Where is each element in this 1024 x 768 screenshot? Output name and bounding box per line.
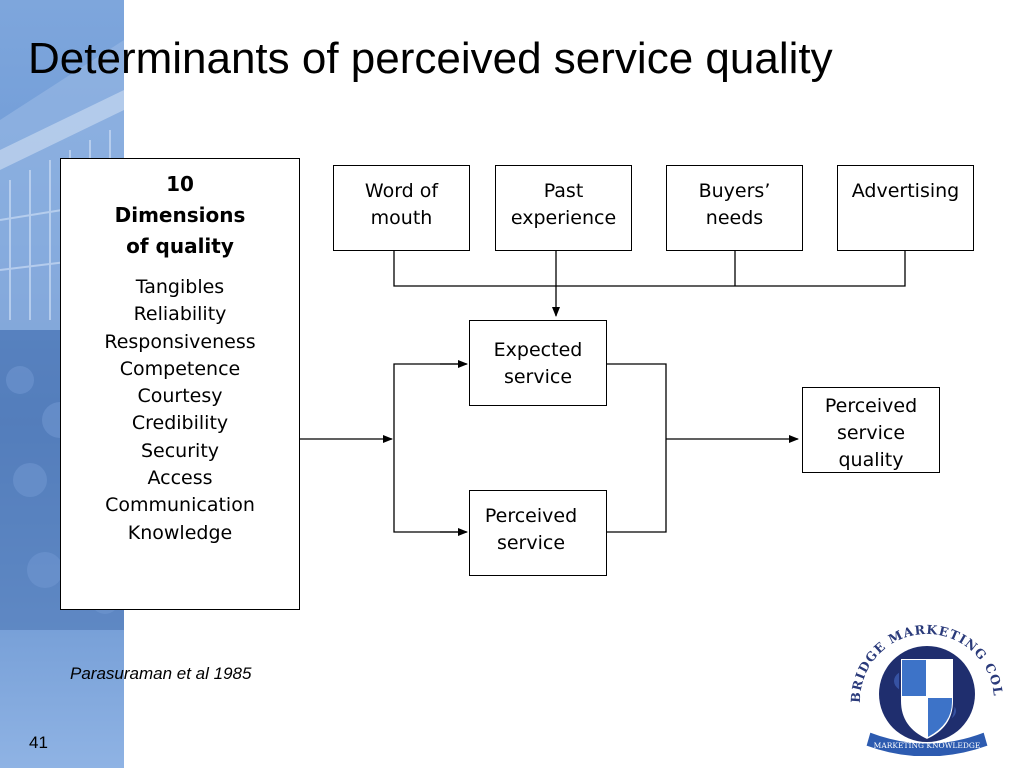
advertising-box: Advertising	[837, 165, 974, 251]
dimension-item: Security	[140, 439, 220, 462]
citation: Parasuraman et al 1985	[70, 664, 252, 683]
perceived-service-quality-box: Perceived service quality	[802, 387, 940, 473]
dimension-item: Competence	[119, 357, 241, 380]
merge-line	[607, 363, 667, 533]
sources-merge-line	[393, 251, 906, 287]
dimension-item: Reliability	[133, 303, 227, 326]
dimension-item: Credibility	[131, 412, 229, 435]
dimension-item: Knowledge	[127, 521, 233, 544]
perceived-service-box: Perceived service	[469, 490, 607, 576]
dimensions-heading: 10 Dimensions of quality	[114, 172, 246, 258]
logo-banner	[865, 731, 989, 756]
logo-text-banner: MARKETING KNOWLEDGE	[874, 741, 981, 750]
past-experience-box: Past experience	[495, 165, 632, 251]
expected-service-box: Expected service	[469, 320, 607, 406]
buyers-needs-box: Buyers’ needs	[666, 165, 803, 251]
dimensions-of-quality-box: 10 Dimensions of quality Tangibles Relia…	[60, 158, 300, 610]
dimension-item: Tangibles	[135, 276, 225, 298]
dimension-item: Communication	[105, 494, 255, 517]
dimension-item: Responsiveness	[104, 330, 256, 353]
dimension-item: Access	[147, 467, 213, 490]
college-logo: CAMBRIDGE MARKETING COLLEGE MARKETING KN…	[842, 606, 1005, 756]
split-line	[393, 363, 466, 533]
word-of-mouth-box: Word of mouth	[333, 165, 470, 251]
slide-title: Determinants of perceived service qualit…	[28, 34, 833, 83]
page-number: 41	[29, 733, 48, 752]
dimension-item: Courtesy	[137, 385, 223, 408]
